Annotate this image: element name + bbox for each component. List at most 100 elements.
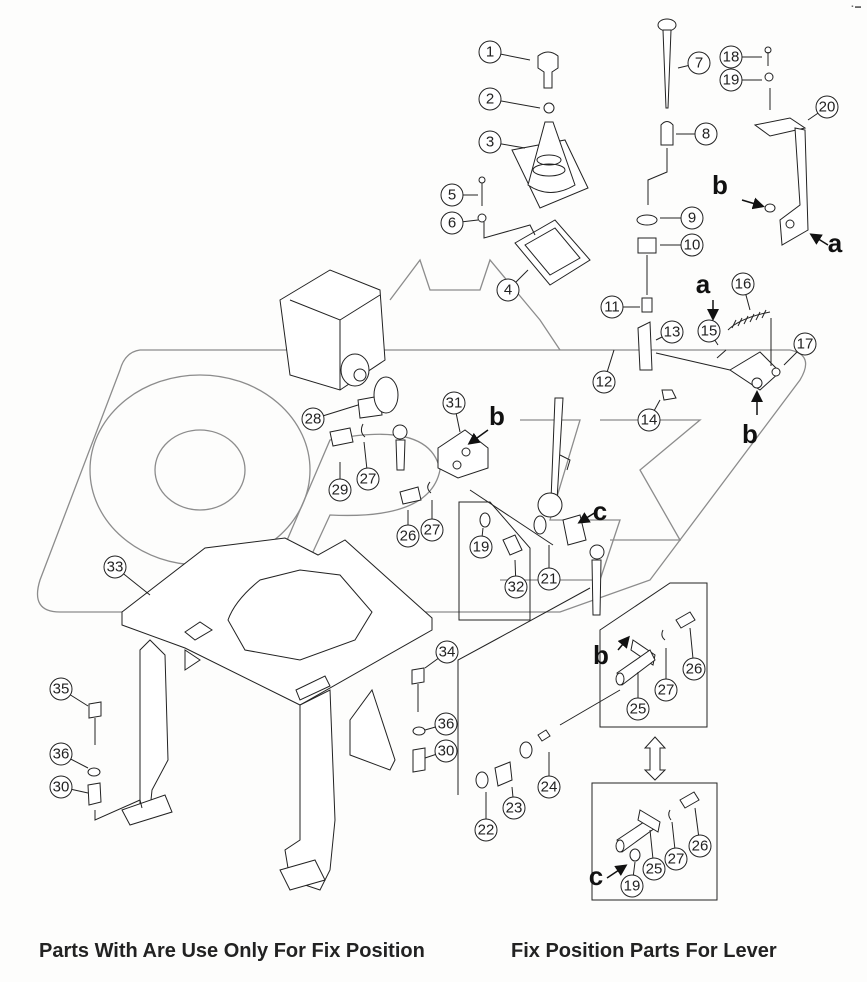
callout-10: 10 [660,233,704,257]
callout-27a: 27 [654,648,678,702]
reference-arrow-icon [577,511,597,524]
bolt-part [329,427,354,447]
callout-34: 34 [424,640,459,669]
inset-box-upper [599,582,708,728]
callout-number: 27 [658,682,675,699]
callout-17: 17 [783,332,817,366]
callout-26b: 26 [396,510,420,548]
callout-19a: 19 [719,68,762,92]
callout-19c: 19 [620,861,644,898]
callout-13: 13 [655,320,684,344]
bolt-part [679,791,700,809]
reference-letter-text: c [593,496,607,526]
callout-number: 28 [305,411,322,428]
reference-letter-text: b [742,419,758,449]
callout-number: 26 [692,838,709,855]
fitting-part [537,729,551,742]
callout-circle [620,874,644,898]
callout-circle [356,467,380,491]
callout-number: 32 [508,579,525,596]
callout-circle [49,775,73,799]
callout-12: 12 [592,349,616,394]
callout-number: 24 [541,779,558,796]
bolt-part [675,611,696,629]
callout-circle [478,130,502,154]
reference-letter-text: b [712,170,728,200]
callout-number: 6 [448,215,456,232]
reference-letter-b3: b [742,390,763,449]
callout-number: 27 [424,522,441,539]
callout-number: 31 [446,395,463,412]
callout-circle [474,818,498,842]
callout-number: 36 [438,716,455,733]
callout-number: 4 [504,282,512,299]
callout-circle [680,233,704,257]
callout-circle [637,408,661,432]
reference-letter-c1: c [577,496,607,526]
reference-letter-text: b [489,401,505,431]
callout-circle [682,657,706,681]
callout-18: 18 [719,45,762,69]
caption-left: Parts With Are Use Only For Fix Position [39,940,425,962]
reference-letter-text: b [593,640,609,670]
callout-circle [537,775,561,799]
callout-7: 7 [677,51,711,75]
callout-circle [49,742,73,766]
reference-letter-text: c [589,861,603,891]
callout-30b: 30 [424,739,458,763]
reference-letter-a2: a [809,228,843,258]
callout-circle [469,535,493,559]
washer-part [636,214,658,226]
callout-circle [420,518,444,542]
reference-letter-b4: b [593,635,630,670]
callout-number: 25 [630,701,647,718]
callout-16: 16 [731,272,755,311]
washer-part [519,741,533,759]
bolt-part [399,486,422,505]
bolt-washer-part [477,176,536,239]
gearbox-part [279,269,386,391]
callout-number: 16 [735,276,752,293]
callout-number: 35 [53,681,70,698]
callout-number: 18 [723,49,740,66]
callout-number: 33 [107,559,124,576]
nut-part [641,297,653,313]
caption-right: Fix Position Parts For Lever [511,940,777,962]
reference-letter-text: a [696,269,711,299]
callout-circle [664,847,688,871]
leader-line [457,587,591,795]
callout-11: 11 [600,295,640,319]
rod-end-part [589,544,605,560]
callout-number: 19 [723,72,740,89]
callout-1: 1 [478,40,531,64]
callout-14: 14 [637,399,661,432]
pin-part [502,534,523,556]
washer-part [87,767,101,777]
callout-circle [301,407,325,431]
callout-circle [435,640,459,664]
bracket-part [753,117,809,246]
bushing-part [494,761,513,787]
callout-9: 9 [660,206,704,230]
bolt-part [88,701,102,719]
callout-number: 34 [439,644,456,661]
reference-letter-text: a [828,228,843,258]
callout-36b: 36 [424,712,458,736]
callout-26c: 26 [688,807,712,858]
callout-27d: 27 [664,821,688,871]
collar-part [412,747,426,773]
plate-part [514,219,591,286]
callout-27c: 27 [420,500,444,542]
callout-circle [103,555,127,579]
rod-end-part [392,424,408,440]
callout-number: 1 [486,44,494,61]
callout-number: 19 [473,539,490,556]
callout-number: 21 [541,571,558,588]
inset-box [458,501,531,621]
nut-part [543,102,555,114]
callout-circle [626,697,650,721]
callout-circle [478,40,502,64]
reference-arrow-icon [617,635,630,651]
reference-arrow-icon [467,429,489,445]
callout-circle [537,567,561,591]
